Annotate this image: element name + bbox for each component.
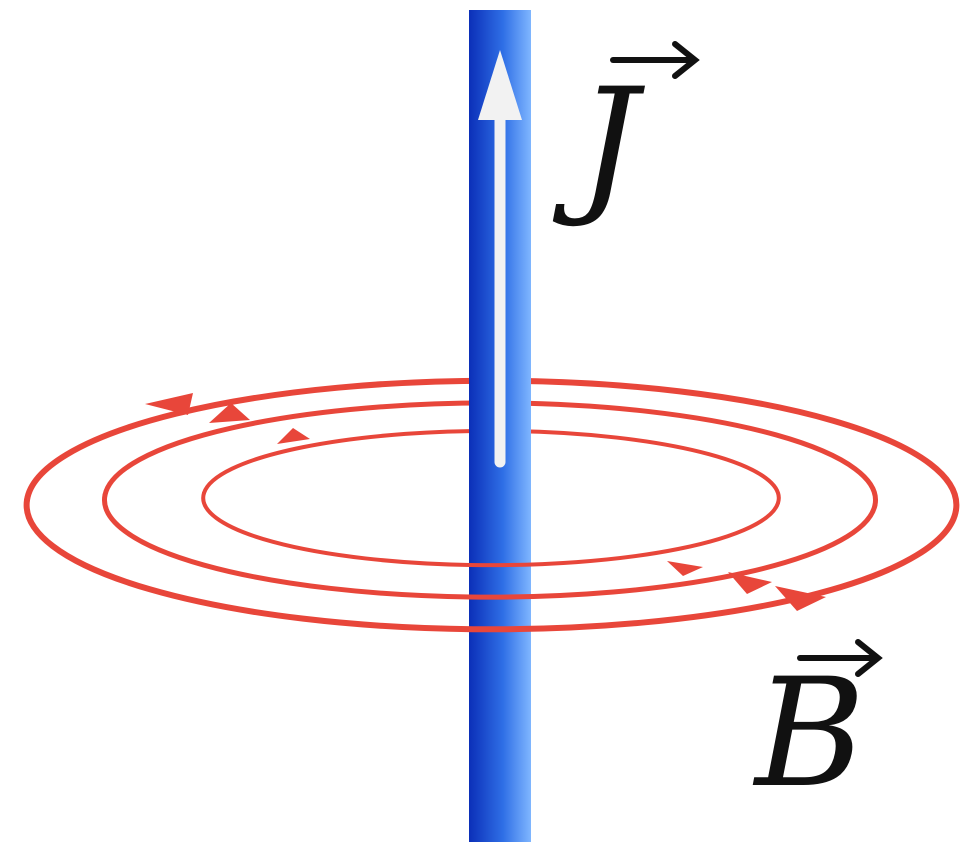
field-lines-front (23, 491, 959, 633)
current-density-label: J (552, 41, 700, 231)
magnetic-field-symbol: B (752, 647, 865, 821)
field-arrow-inner-top-icon (277, 428, 310, 444)
field-arrow-outer-top-icon (145, 393, 193, 415)
field-arrow-middle-top-icon (209, 403, 250, 423)
field-loop-inner-front (201, 491, 780, 568)
current-arrow-icon (478, 50, 522, 468)
right-arrow-icon (797, 639, 883, 677)
current-density-symbol: J (552, 57, 646, 231)
field-arrow-inner-bottom-icon (667, 561, 703, 576)
magnetic-field-label: B (752, 639, 883, 821)
field-arrow-middle-bottom-icon (728, 572, 772, 594)
field-loop-middle-front (102, 492, 878, 600)
right-arrow-icon (610, 41, 700, 79)
field-direction-arrows (145, 393, 826, 611)
field-loop-outer-front (23, 497, 959, 633)
field-arrow-outer-bottom-icon (775, 586, 826, 611)
